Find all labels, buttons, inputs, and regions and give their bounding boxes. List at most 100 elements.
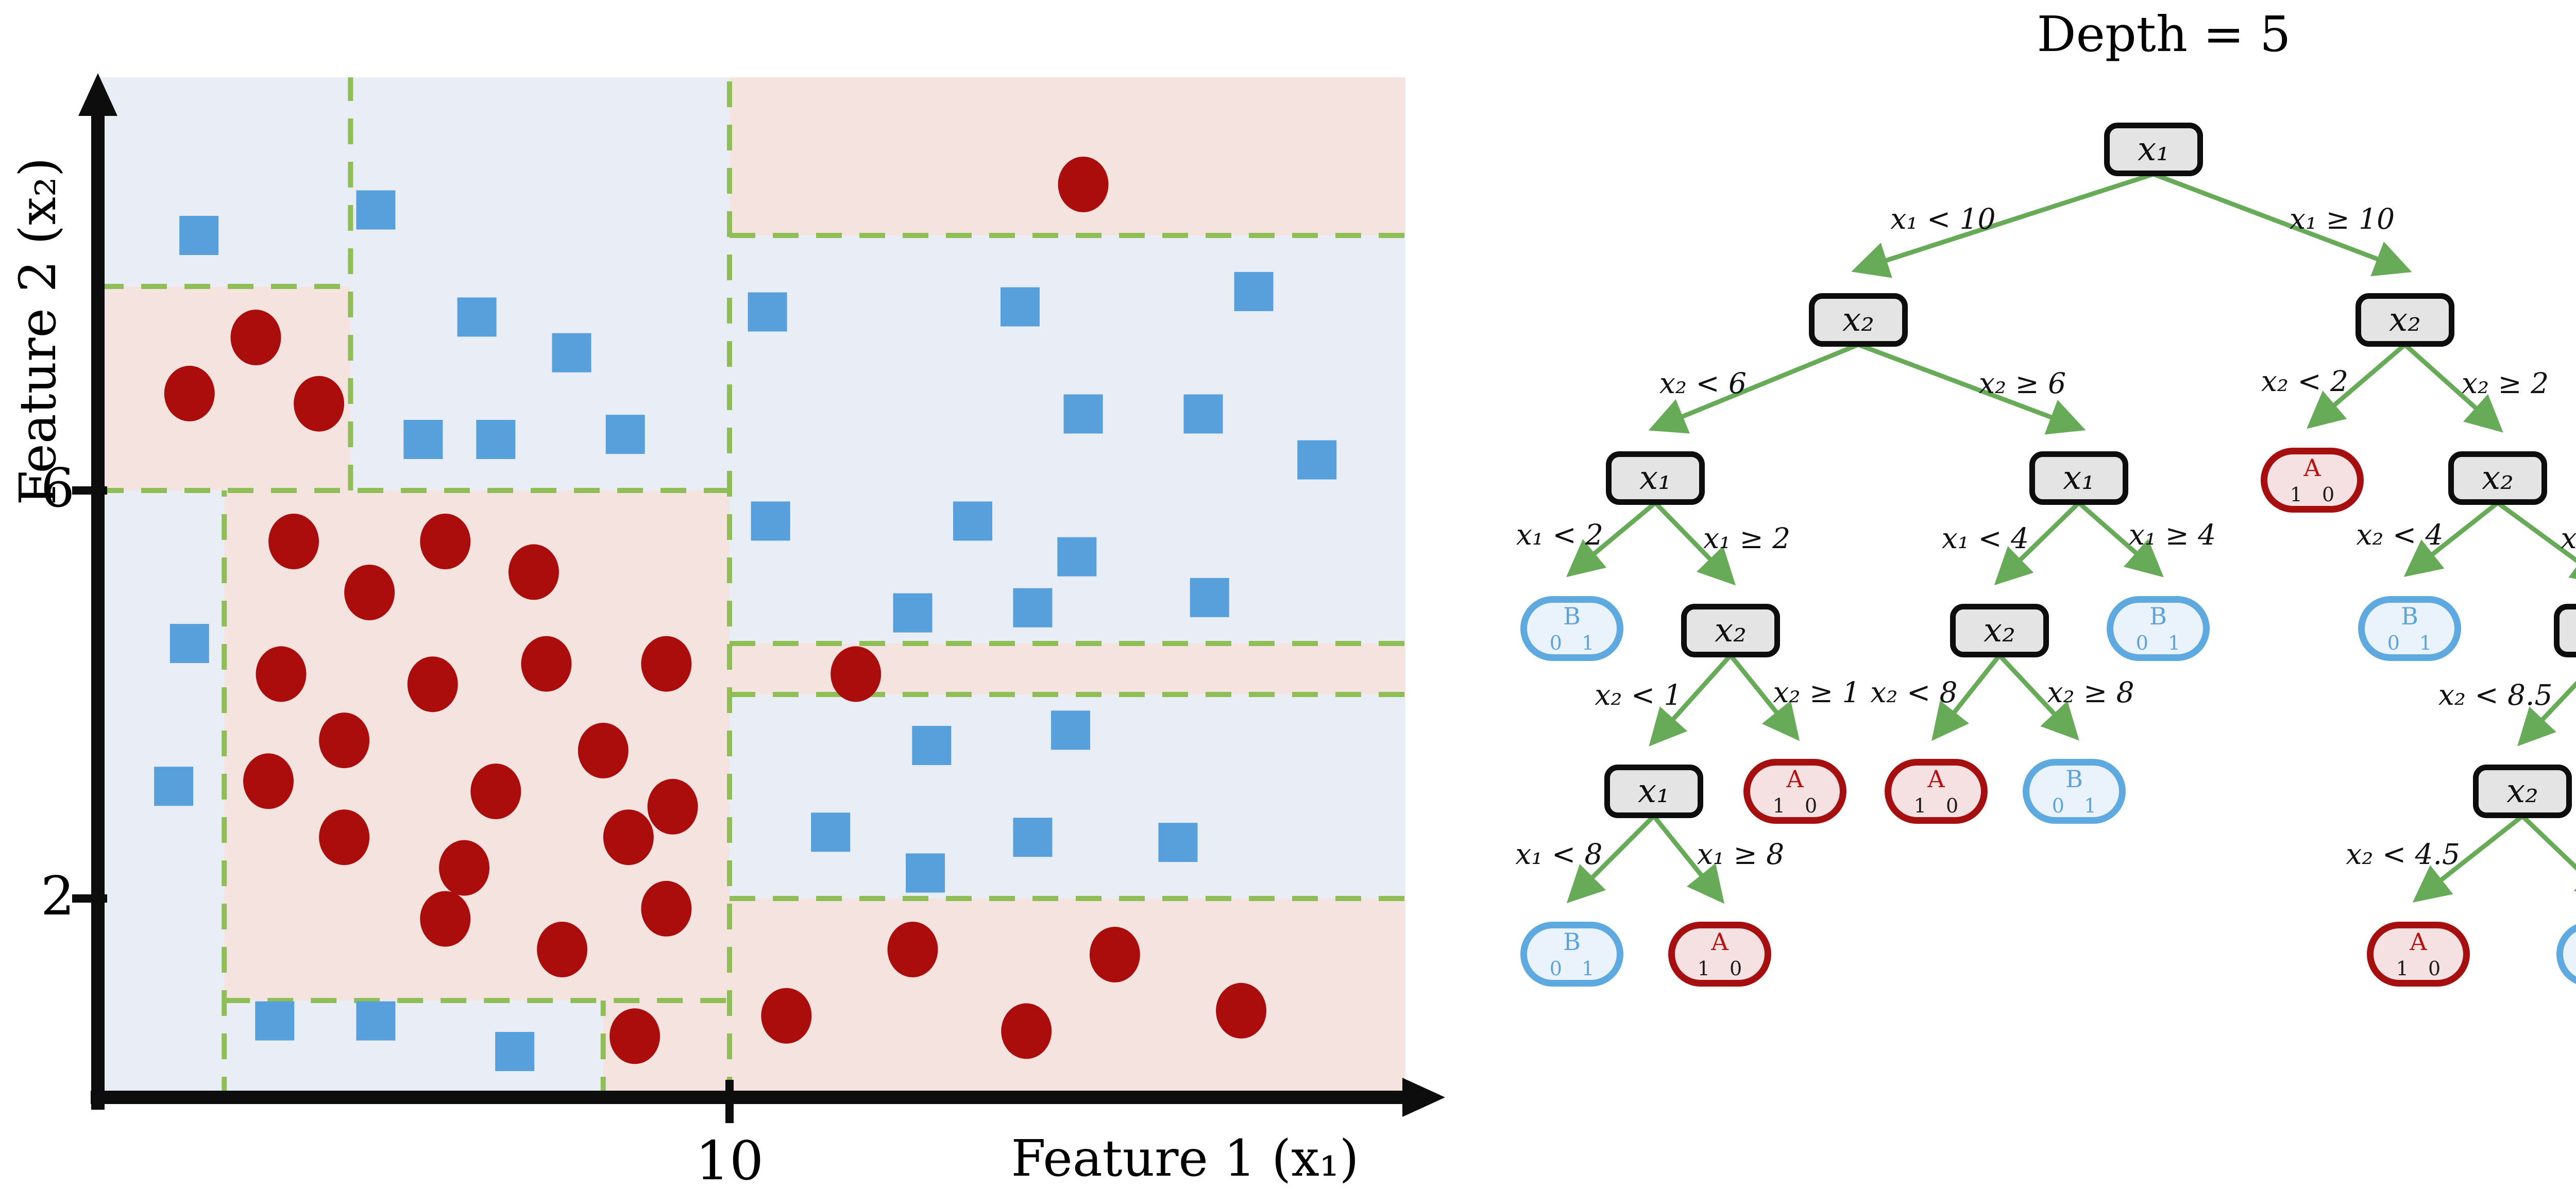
data-point-class-a xyxy=(470,764,521,820)
tree-edge-label: x₂ < 2 xyxy=(2261,365,2348,398)
split-node-label: x₁ xyxy=(1639,459,1671,497)
data-point-class-b xyxy=(1063,394,1103,434)
data-point-class-a xyxy=(164,365,215,421)
tree-edge-label: x₁ ≥ 2 xyxy=(1703,522,1791,555)
tree-split-node: x₂ xyxy=(2473,765,2572,818)
data-point-class-a xyxy=(537,922,588,977)
split-node-label: x₂ xyxy=(2482,459,2514,497)
tree-split-node: x₂ xyxy=(2448,451,2547,505)
data-point-class-b xyxy=(1013,818,1053,857)
tree-edge xyxy=(1652,815,1725,904)
leaf-class-label: B xyxy=(2065,765,2083,793)
leaf-class-counts: 1 0 xyxy=(1913,794,1959,817)
data-point-class-b xyxy=(1234,272,1274,311)
leaf-class-counts: 1 0 xyxy=(2396,957,2441,980)
leaf-class-counts: 1 0 xyxy=(1772,794,1818,817)
leaf-class-label: A xyxy=(1786,765,1804,793)
leaf-class-counts: 0 1 xyxy=(2052,794,2097,817)
tree-edge-label: x₂ < 4.5 xyxy=(2346,837,2460,871)
data-point-class-b xyxy=(1158,823,1198,862)
y-axis-arrow-icon xyxy=(78,73,117,116)
leaf-class-counts: 0 1 xyxy=(1549,957,1595,980)
tree-edge-label: x₂ < 8.5 xyxy=(2438,679,2553,711)
data-point-class-a xyxy=(420,891,471,947)
data-point-class-a xyxy=(319,713,370,769)
tree-edge-label: x₁ < 10 xyxy=(1890,202,1996,235)
data-point-class-a xyxy=(319,809,370,866)
tree-edge xyxy=(1997,653,2079,741)
split-node-label: x₁ xyxy=(2063,459,2095,497)
data-point-class-a xyxy=(647,778,698,835)
tree-edge-label: x₂ ≥ 1 xyxy=(1773,675,1860,709)
tree-edge xyxy=(1566,501,1657,578)
split-node-label: x₁ xyxy=(1638,772,1670,810)
data-point-class-b xyxy=(953,501,993,541)
decision-region-a xyxy=(730,898,1405,1103)
tree-split-node: x₁ xyxy=(1606,451,1705,505)
data-point-class-b xyxy=(912,726,952,765)
tree-edge xyxy=(2520,814,2576,903)
data-point-class-a xyxy=(344,565,395,620)
leaf-class-label: B xyxy=(2149,602,2167,630)
data-point-class-a xyxy=(1001,1003,1052,1059)
data-point-class-b xyxy=(811,812,851,852)
split-node-label: x₁ xyxy=(2138,130,2170,168)
data-point-class-a xyxy=(578,722,629,778)
data-point-class-a xyxy=(256,646,307,702)
data-point-class-a xyxy=(243,753,294,809)
leaf-class-counts: 1 0 xyxy=(2290,483,2335,506)
data-point-class-b xyxy=(170,624,209,663)
leaf-class-counts: 0 1 xyxy=(1549,632,1595,654)
tree-edge-label: x₂ ≥ 4 xyxy=(2561,522,2576,555)
tree-split-node: x₁ xyxy=(1604,765,1703,818)
tree-edge-label: x₂ < 8 xyxy=(1870,675,1958,709)
tree-edge xyxy=(2307,343,2406,429)
leaf-class-counts: 0 1 xyxy=(2136,632,2181,654)
data-point-class-a xyxy=(407,656,458,713)
x-axis-label: Feature 1 (x₁) xyxy=(1011,1129,1359,1188)
split-node-label: x₂ xyxy=(2506,772,2538,810)
tree-split-node: x₂ xyxy=(2355,293,2454,347)
tree-edge-label: x₁ < 8 xyxy=(1515,837,1603,871)
x-tick-label: 10 xyxy=(695,1129,764,1192)
tree-edge xyxy=(2153,172,2412,277)
split-node-label: x₂ xyxy=(2389,301,2421,339)
data-point-class-a xyxy=(831,646,882,702)
data-point-class-b xyxy=(179,216,219,255)
tree-edge xyxy=(2517,681,2576,747)
data-point-class-a xyxy=(1216,982,1267,1039)
data-point-class-b xyxy=(255,1001,295,1041)
tree-edge xyxy=(1648,342,1859,434)
y-tick-label: 6 xyxy=(40,456,75,519)
data-point-class-a xyxy=(521,636,572,692)
tree-edge-label: x₂ ≥ 6 xyxy=(1979,366,2066,400)
data-point-class-b xyxy=(1013,588,1053,628)
leaf-class-counts: 0 1 xyxy=(2387,632,2432,654)
tree-edge xyxy=(1931,654,2002,741)
tree-split-node: x₁ xyxy=(2104,123,2203,176)
data-point-class-a xyxy=(294,376,345,432)
data-point-class-b xyxy=(1057,537,1097,576)
data-point-class-b xyxy=(403,420,443,459)
decision-region-b xyxy=(98,77,351,286)
tree-edge-label: x₁ < 4 xyxy=(1941,522,2029,555)
split-node-label: x₂ xyxy=(1715,612,1747,650)
tree-edge xyxy=(1566,814,1656,904)
tree-edge-label: x₂ < 1 xyxy=(1595,679,1682,711)
leaf-class-label: A xyxy=(2303,454,2321,482)
data-point-class-a xyxy=(1089,926,1140,982)
data-point-class-a xyxy=(230,310,281,365)
data-point-class-b xyxy=(605,415,645,454)
split-node-label: x₂ xyxy=(1842,301,1874,339)
tree-edge-label: x₂ < 4 xyxy=(2356,518,2444,551)
tree-edge xyxy=(1653,501,1736,586)
data-point-class-b xyxy=(751,501,790,541)
